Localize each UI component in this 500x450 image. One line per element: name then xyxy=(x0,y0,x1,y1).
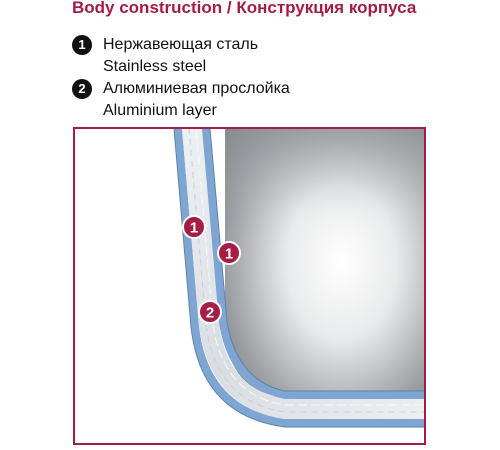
marker-inner-steel: 1 xyxy=(217,241,241,265)
cross-section-diagram: 1 1 2 xyxy=(73,127,426,445)
inner-steel-layer xyxy=(201,128,425,399)
marker-outer-steel-label: 1 xyxy=(190,220,198,237)
marker-aluminium-label: 2 xyxy=(206,305,214,322)
legend-number-badge: 1 xyxy=(72,35,92,55)
marker-outer-steel: 1 xyxy=(182,215,206,239)
legend-label-en: Stainless steel xyxy=(103,58,207,75)
pan-inner-top-shade xyxy=(225,128,425,397)
marker-inner-steel-label: 1 xyxy=(225,246,233,263)
marker-aluminium: 2 xyxy=(198,300,222,324)
diagram-frame xyxy=(73,127,426,445)
outer-steel-layer xyxy=(173,128,425,427)
legend-label-ru: Нержавеющая сталь xyxy=(103,36,259,53)
diagram-title: Body construction / Конструкция корпуса xyxy=(72,0,417,17)
legend-number-badge: 2 xyxy=(72,79,92,99)
aluminium-layer xyxy=(181,128,425,419)
inner-steel-edge xyxy=(209,128,425,392)
legend-label-en: Aluminium layer xyxy=(103,102,217,119)
legend-label: Нержавеющая сталь Stainless steel xyxy=(103,34,258,78)
legend-label-ru: Алюминиевая прослойка xyxy=(103,80,290,97)
legend-label: Алюминиевая прослойка Aluminium layer xyxy=(103,78,290,122)
outer-steel-edge xyxy=(173,128,425,428)
aluminium-texture xyxy=(195,128,425,406)
